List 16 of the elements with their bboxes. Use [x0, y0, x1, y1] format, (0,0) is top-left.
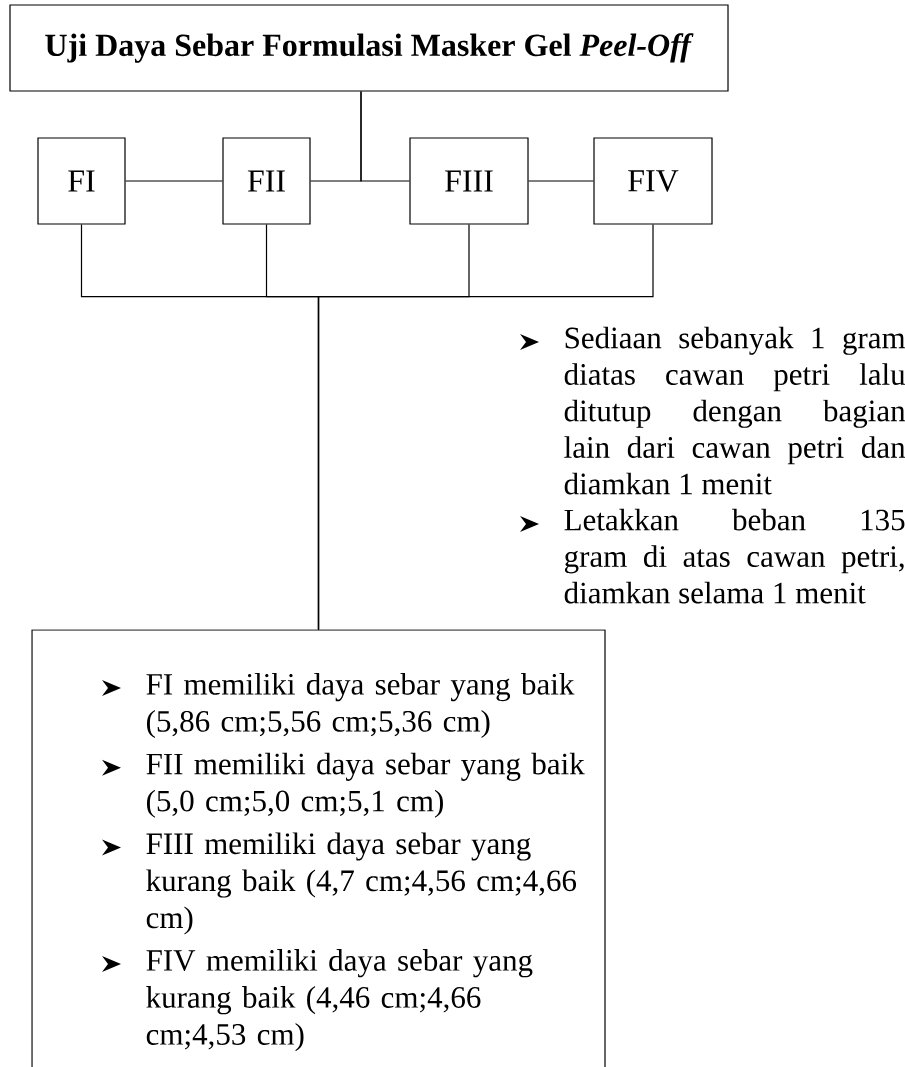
- title-box: Uji Daya Sebar Formulasi Masker Gel Peel-Off: [9, 4, 729, 92]
- process-box: FI: [37, 137, 126, 225]
- process-box: FIV: [593, 137, 713, 225]
- connector-line: [360, 91, 410, 182]
- connector-line: [125, 180, 223, 182]
- connector-line: [528, 180, 594, 182]
- result-text: FI memiliki daya sebar yang baik (5,86 cm;5,56 cm;5,36 cm): [146, 673, 575, 739]
- result-text: FIII memiliki daya sebar yang kurang baik (4,7 cm;4,56 cm;4,66 cm): [146, 832, 577, 935]
- result-text: FIV memiliki daya sebar yang kurang baik (4,46 cm;4,66 cm;4,53 cm): [146, 949, 533, 1052]
- result-box: [31, 629, 606, 1067]
- process-box: FIII: [409, 137, 529, 225]
- step-text: Sediaan sebanyak 1 gram diatas cawan petri lalu ditutup dengan bagian lain dari cawan petri dan diamkan 1 menit: [564, 326, 905, 495]
- process-box: FII: [222, 137, 311, 225]
- step-text: Letakkan beban 135 gram di atas cawan petri, diamkan selama 1 menit: [564, 508, 905, 604]
- connector-line: [317, 224, 654, 630]
- result-text: FII memiliki daya sebar yang baik (5,0 cm;5,0 cm;5,1 cm): [146, 752, 585, 818]
